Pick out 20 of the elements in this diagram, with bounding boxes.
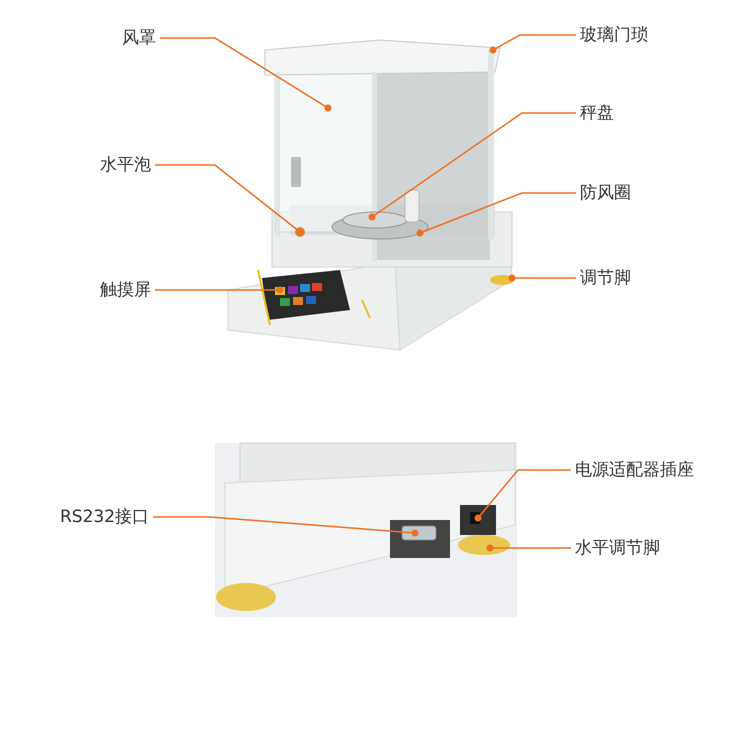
callout-label: 防风圈 <box>580 183 631 203</box>
leader-line <box>490 34 576 54</box>
callout-label: 水平调节脚 <box>575 538 660 558</box>
callout-label: 秤盘 <box>580 103 614 123</box>
callout-label: 触摸屏 <box>100 280 151 300</box>
leader-line <box>160 37 332 112</box>
callout-label: 调节脚 <box>580 268 631 288</box>
leader-line <box>486 544 571 552</box>
callout-label: 玻璃门琐 <box>580 25 648 45</box>
leader-line <box>368 112 576 220</box>
leader-line <box>155 286 284 294</box>
leader-line <box>155 164 304 236</box>
callout-label: 水平泡 <box>100 155 151 175</box>
leader-line <box>153 516 418 536</box>
leader-line <box>508 274 576 282</box>
callout-label: 风罩 <box>122 28 156 48</box>
leader-line <box>416 192 576 236</box>
callout-label: 电源适配器插座 <box>575 460 694 480</box>
leader-line <box>474 469 571 522</box>
callout-label: RS232接口 <box>60 507 150 527</box>
